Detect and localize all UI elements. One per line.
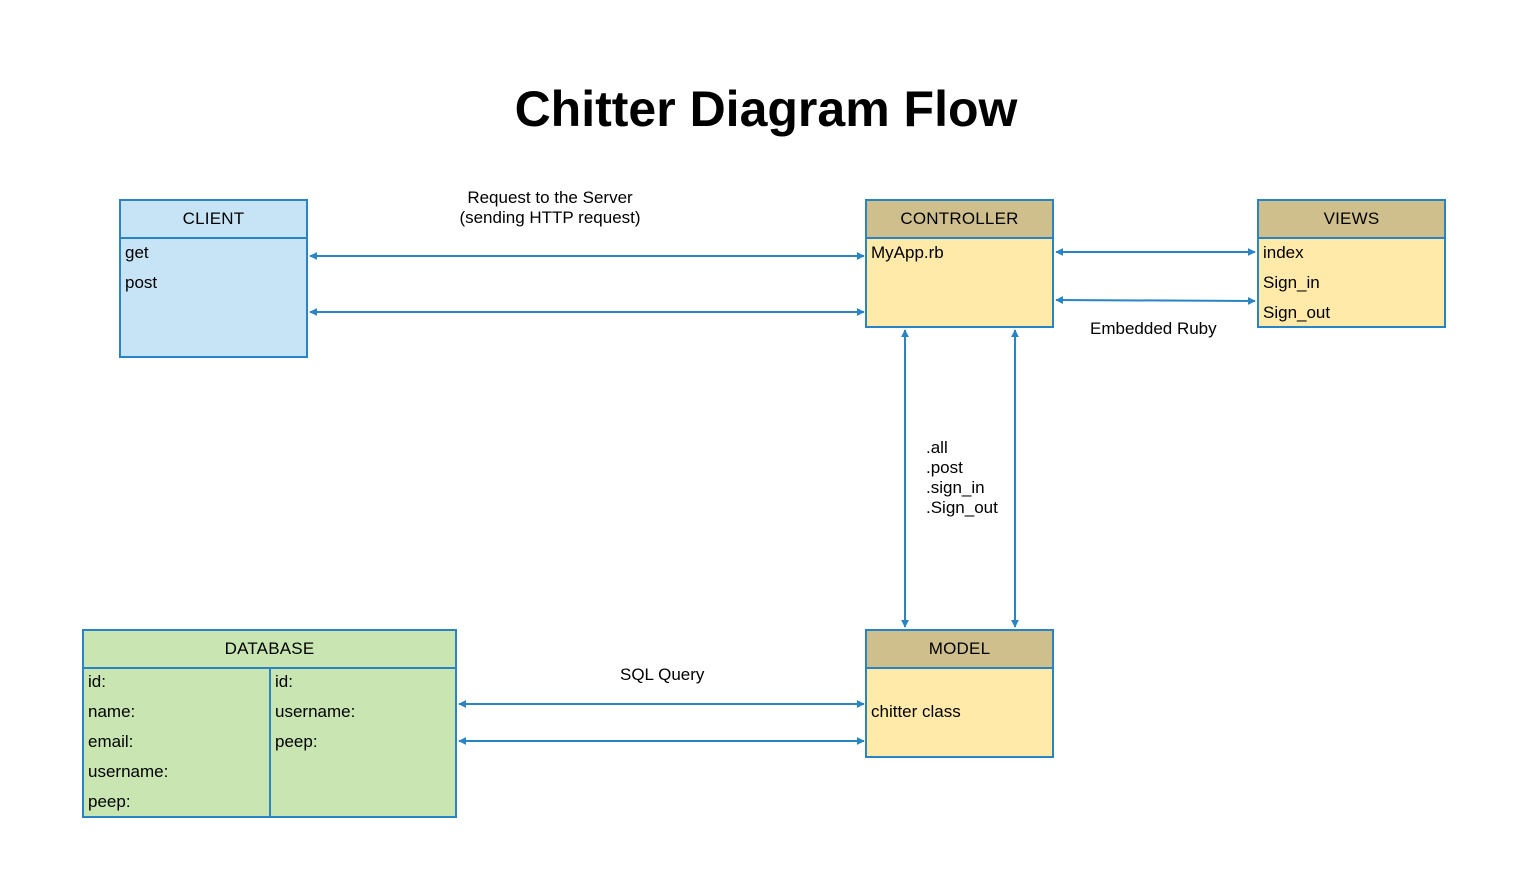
database-left-item: username:	[88, 762, 169, 781]
database-left-item: name:	[88, 702, 136, 721]
client-item-get: get	[125, 243, 149, 262]
database-left-item: id:	[88, 672, 106, 691]
views-item-sign-in: Sign_in	[1263, 273, 1320, 292]
method-all: .all	[926, 438, 948, 457]
controller-views-arrow-bottom	[1055, 296, 1256, 305]
method-post: .post	[926, 458, 963, 477]
views-header: VIEWS	[1259, 201, 1444, 239]
controller-header: CONTROLLER	[867, 201, 1052, 239]
request-label: Request to the Server (sending HTTP requ…	[430, 188, 670, 228]
model-item-chitter-class: chitter class	[871, 702, 961, 721]
database-header: DATABASE	[84, 631, 455, 669]
database-box[interactable]: DATABASE id: name: email: username: peep…	[82, 629, 457, 818]
database-left-column: id: name: email: username: peep:	[84, 669, 269, 818]
model-box[interactable]: MODEL chitter class	[865, 629, 1054, 758]
model-methods-label: .all .post .sign_in .Sign_out	[926, 438, 998, 518]
client-box[interactable]: CLIENT get post	[119, 199, 308, 358]
database-right-item: id:	[275, 672, 293, 691]
client-item-post: post	[125, 273, 158, 292]
database-right-item: peep:	[275, 732, 318, 751]
database-column-divider	[269, 669, 271, 818]
request-label-line1: Request to the Server	[467, 188, 633, 207]
sql-query-label: SQL Query	[620, 665, 705, 684]
views-box[interactable]: VIEWS index Sign_in Sign_out	[1257, 199, 1446, 328]
client-header: CLIENT	[121, 201, 306, 239]
request-label-line2: (sending HTTP request)	[459, 208, 641, 227]
method-sign-out: .Sign_out	[926, 498, 998, 517]
database-left-item: peep:	[88, 792, 131, 811]
views-item-sign-out: Sign_out	[1263, 303, 1331, 322]
controller-item-myapp: MyApp.rb	[871, 243, 944, 262]
database-right-column: id: username: peep:	[271, 669, 455, 818]
embedded-ruby-label: Embedded Ruby	[1090, 319, 1217, 338]
model-header: MODEL	[867, 631, 1052, 669]
database-left-item: email:	[88, 732, 134, 751]
controller-box[interactable]: CONTROLLER MyApp.rb	[865, 199, 1054, 328]
diagram-title: Chitter Diagram Flow	[514, 81, 1018, 137]
database-right-item: username:	[275, 702, 356, 721]
views-item-index: index	[1263, 243, 1304, 262]
method-sign-in: .sign_in	[926, 478, 985, 497]
